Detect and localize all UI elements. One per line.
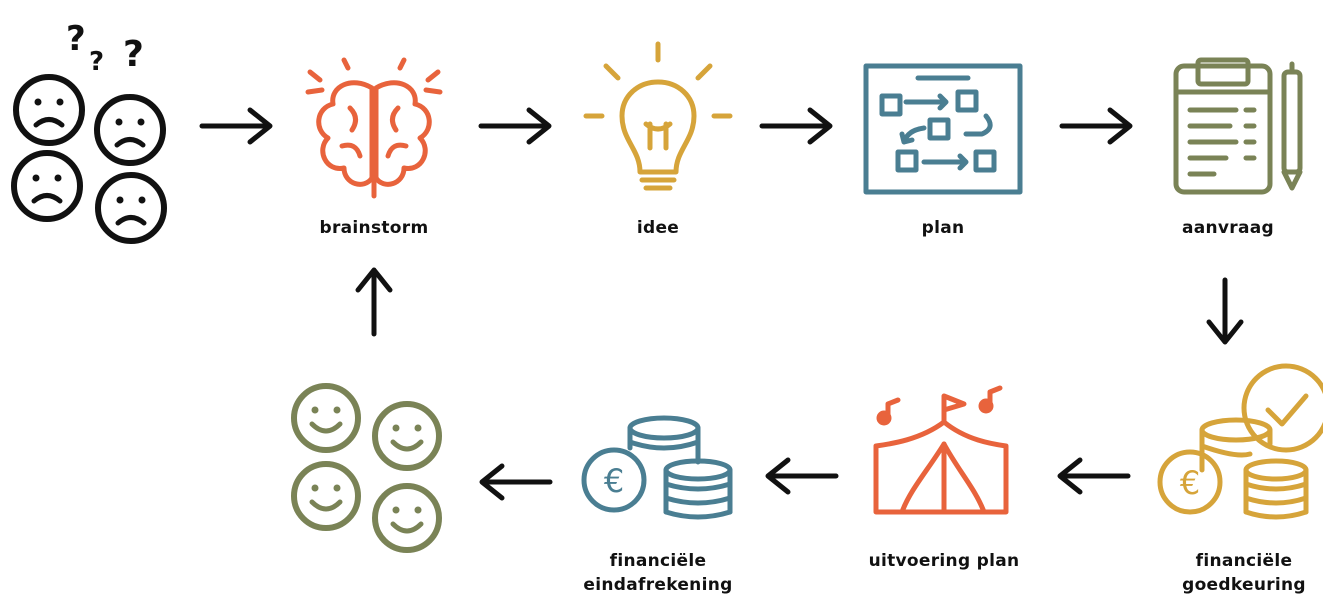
festival-tent-icon bbox=[873, 385, 1009, 515]
arrow-left-icon bbox=[1060, 460, 1128, 492]
clipboard-pen-icon bbox=[1173, 57, 1303, 195]
plan-board-icon bbox=[863, 63, 1023, 195]
arrow-left-icon bbox=[768, 460, 836, 492]
question-mark-icon: ? bbox=[89, 47, 104, 77]
question-mark-icon: ? bbox=[123, 34, 144, 75]
arrow-right-icon bbox=[202, 110, 270, 142]
arrow-right-icon bbox=[481, 110, 549, 142]
happy-faces-icon bbox=[294, 386, 439, 550]
brain-icon bbox=[305, 57, 443, 199]
question-mark-icon: ? bbox=[66, 19, 86, 59]
arrow-right-icon bbox=[1062, 110, 1130, 142]
svg-text:€: € bbox=[604, 462, 624, 500]
step-label-plan: plan bbox=[921, 218, 965, 238]
arrow-down-icon bbox=[1206, 277, 1244, 345]
step-label-financiele-goedkeuring: financiële goedkeuring bbox=[1182, 551, 1306, 595]
confused-faces-icon: ? ? ? bbox=[14, 19, 164, 241]
svg-text:€: € bbox=[1180, 464, 1200, 502]
arrow-right-icon bbox=[762, 110, 830, 142]
step-label-idee: idee bbox=[636, 218, 680, 238]
arrow-left-icon bbox=[482, 466, 550, 498]
step-label-uitvoering-plan: uitvoering plan bbox=[868, 551, 1020, 571]
lightbulb-icon bbox=[583, 41, 733, 191]
step-label-brainstorm: brainstorm bbox=[319, 218, 429, 238]
euro-coins-icon: € bbox=[581, 415, 733, 520]
coins-check-icon: € bbox=[1157, 363, 1323, 520]
step-label-financiele-eindafrekening: financiële eindafrekening bbox=[583, 551, 733, 595]
step-label-aanvraag: aanvraag bbox=[1181, 218, 1275, 238]
arrow-up-icon bbox=[355, 267, 393, 337]
